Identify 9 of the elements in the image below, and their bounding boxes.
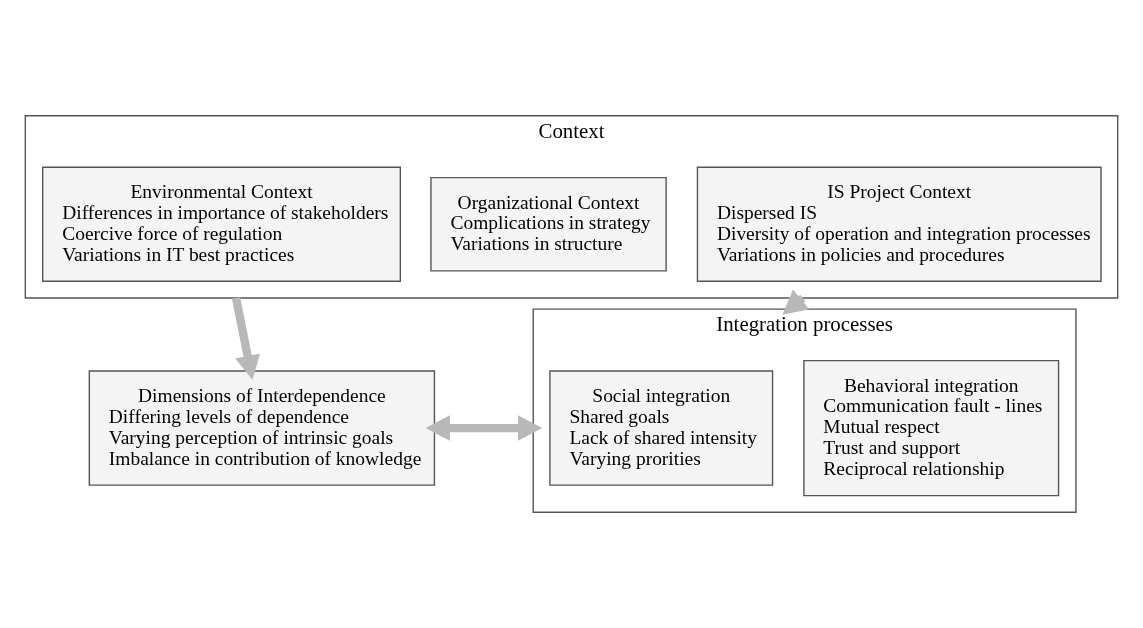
node-box: Environmental Context Differences in importance of stakeholders Coercive force of regulation Variations in IT best practices — [42, 166, 402, 282]
arrow — [425, 415, 543, 441]
node-box: Social integration Shared goals Lack of shared intensity Varying prorities — [549, 370, 774, 486]
arrow — [782, 289, 810, 315]
node-box: Behavioral integration Communication fault - lines Mutual respect Trust and support Reciprocal relationship — [803, 359, 1060, 497]
node-box: Dimensions of Interdependence Differing levels of dependence Varying perception of intrinsic goals Imbalance in contribution of knowledge — [88, 370, 436, 486]
node-box: IS Project Context Dispersed IS Diversity of operation and integration processes Variations in policies and procedures — [696, 166, 1102, 282]
node-box: Organizational Context Complications in strategy Variations in structure — [430, 176, 667, 272]
arrow — [231, 297, 261, 380]
